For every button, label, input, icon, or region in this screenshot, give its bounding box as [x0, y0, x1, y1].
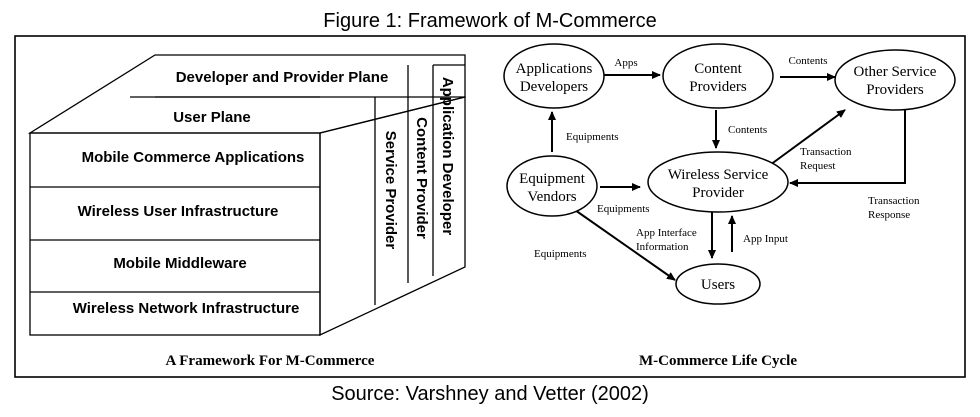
label-equipments-diag: Equipments — [534, 248, 587, 260]
layer-mobile-commerce-applications: Mobile Commerce Applications — [82, 149, 305, 166]
label-transaction-request-line1: Transaction — [800, 146, 852, 158]
label-transaction-response-line2: Response — [868, 209, 910, 221]
user-plane-label: User Plane — [173, 109, 251, 126]
label-app-interface-line2: Information — [636, 241, 689, 253]
framework-block — [27, 54, 466, 337]
node-content-providers-line2: Providers — [689, 79, 747, 95]
layer-wireless-network-infrastructure: Wireless Network Infrastructure — [73, 300, 300, 317]
layer-mobile-middleware: Mobile Middleware — [113, 255, 246, 272]
node-content-providers — [662, 43, 774, 109]
node-applications-developers-line1: Applications — [516, 61, 593, 77]
node-other-service-providers-line1: Other Service — [854, 64, 937, 80]
node-equipment-vendors-line1: Equipment — [519, 171, 586, 187]
label-apps: Apps — [614, 57, 637, 69]
label-equipments-up: Equipments — [566, 131, 619, 143]
label-contents-top: Contents — [788, 55, 827, 67]
label-transaction-request-line2: Request — [800, 160, 835, 172]
node-wireless-service-provider — [647, 151, 789, 213]
arrow-transaction-request — [769, 109, 846, 166]
side-service-provider: Service Provider — [382, 131, 399, 250]
node-applications-developers — [503, 43, 605, 109]
node-users — [675, 263, 761, 305]
side-application-developer: Application Developer — [439, 77, 456, 236]
framework-caption: A Framework For M-Commerce — [166, 353, 375, 369]
lifecycle-caption: M-Commerce Life Cycle — [639, 353, 797, 369]
node-content-providers-line1: Content — [694, 61, 742, 77]
node-other-service-providers-line2: Providers — [866, 82, 924, 98]
node-other-service-providers — [834, 49, 956, 111]
layer-wireless-user-infrastructure: Wireless User Infrastructure — [78, 203, 279, 220]
node-equipment-vendors-line2: Vendors — [527, 189, 576, 205]
top-plane-label: Developer and Provider Plane — [176, 69, 389, 86]
figure-frame — [14, 35, 966, 378]
node-users-label: Users — [701, 277, 735, 293]
label-transaction-response-line1: Transaction — [868, 195, 920, 207]
figure-title: Figure 1: Framework of M-Commerce — [323, 10, 656, 32]
arrow-transaction-response — [789, 105, 906, 187]
node-equipment-vendors — [506, 155, 598, 217]
label-contents-down: Contents — [728, 124, 767, 136]
node-applications-developers-line2: Developers — [520, 79, 588, 95]
arrow-equipments-diag — [574, 209, 676, 281]
label-app-input: App Input — [743, 233, 788, 245]
node-wireless-service-provider-line2: Provider — [692, 185, 744, 201]
figure-source: Source: Varshney and Vetter (2002) — [331, 383, 649, 405]
label-equipments-right: Equipments — [597, 203, 650, 215]
node-wireless-service-provider-line1: Wireless Service — [668, 167, 769, 183]
label-app-interface-line1: App Interface — [636, 227, 697, 239]
side-content-provider: Content Provider — [413, 117, 430, 239]
